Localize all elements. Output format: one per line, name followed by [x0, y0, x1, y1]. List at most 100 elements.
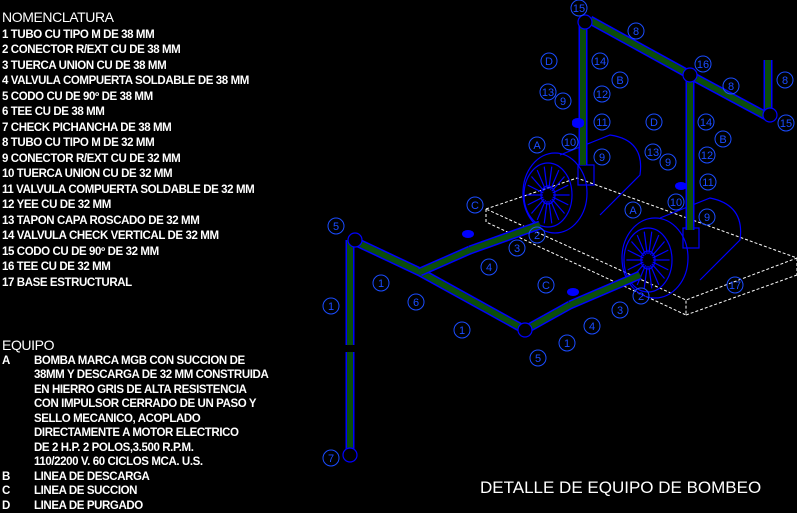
callout-label: 14 [700, 117, 712, 129]
callout-label: 12 [701, 150, 713, 162]
callout-label: 5 [535, 353, 541, 365]
callout-label: 13 [542, 87, 554, 99]
callout-B: B [715, 131, 731, 147]
callout-9: 9 [594, 149, 610, 165]
callout-1: 1 [454, 322, 470, 338]
callout-label: 13 [647, 147, 659, 159]
callout-8: 8 [628, 23, 644, 39]
callout-A: A [529, 137, 545, 153]
callout-11: 11 [594, 114, 610, 130]
callout-label: 15 [573, 3, 585, 15]
callout-label: 3 [514, 243, 520, 255]
callout-label: 9 [560, 96, 566, 108]
callout-C: C [467, 197, 483, 213]
callout-label: 11 [596, 117, 607, 129]
callout-label: 7 [328, 453, 334, 465]
callout-2: 2 [633, 288, 649, 304]
pipe-fitting [683, 68, 697, 82]
callout-14: 14 [592, 53, 608, 69]
callout-4: 4 [481, 259, 497, 275]
valve-handwheel-icon [567, 288, 579, 296]
callout-9: 9 [555, 93, 571, 109]
callout-10: 10 [562, 134, 578, 150]
pipe-fitting [578, 15, 592, 29]
callout-D: D [646, 114, 662, 130]
pipe-fill [420, 272, 525, 330]
valve-handwheel-icon [572, 118, 584, 126]
callout-1: 1 [323, 298, 339, 314]
pipe-fill [570, 275, 640, 305]
callout-4: 4 [584, 318, 600, 334]
callout-label: 1 [378, 278, 384, 290]
callout-D: D [541, 53, 557, 69]
impeller-hub [641, 251, 655, 269]
callout-1: 1 [373, 275, 389, 291]
callout-label: 15 [780, 118, 792, 130]
callout-label: 6 [413, 297, 419, 309]
pipe-fitting [348, 233, 362, 247]
callout-label: 8 [633, 26, 639, 38]
callout-label: 1 [459, 325, 465, 337]
callout-label: 4 [589, 321, 595, 333]
callout-label: A [533, 140, 541, 152]
callout-label: 2 [534, 230, 540, 242]
pipe-fill [352, 240, 420, 272]
callout-3: 3 [509, 240, 525, 256]
callout-12: 12 [594, 86, 610, 102]
callout-label: 2 [638, 291, 644, 303]
callout-16: 16 [695, 56, 711, 72]
callout-label: 12 [596, 89, 608, 101]
pipe-fill [525, 305, 570, 330]
callout-label: 8 [728, 81, 734, 93]
callout-label: 14 [594, 56, 606, 68]
impeller-hub [541, 186, 555, 204]
valve-handwheel-icon [675, 182, 687, 190]
valve-handwheel-icon [462, 230, 474, 238]
callout-12: 12 [699, 147, 715, 163]
callout-1: 1 [559, 335, 575, 351]
callout-10: 10 [668, 194, 684, 210]
callout-9: 9 [660, 154, 676, 170]
callout-label: 3 [617, 305, 623, 317]
callout-11: 11 [700, 174, 716, 190]
callout-label: A [629, 205, 637, 217]
pipe-fitting [518, 323, 532, 337]
callout-7: 7 [323, 450, 339, 466]
callout-label: 9 [704, 212, 710, 224]
callout-5: 5 [530, 350, 546, 366]
callout-label: D [650, 117, 658, 129]
callout-15: 15 [571, 0, 587, 16]
callout-label: 4 [486, 262, 492, 274]
callout-label: 1 [328, 301, 334, 313]
callout-label: 10 [670, 197, 682, 209]
pipe-fitting [763, 108, 777, 122]
callout-label: 1 [564, 338, 570, 350]
callout-label: 11 [702, 177, 713, 189]
callout-3: 3 [612, 302, 628, 318]
callout-label: 9 [665, 157, 671, 169]
callout-14: 14 [698, 114, 714, 130]
callout-label: 8 [782, 75, 788, 87]
callout-C: C [538, 277, 554, 293]
callout-label: 16 [697, 59, 709, 71]
callout-label: 9 [599, 152, 605, 164]
callout-label: B [719, 134, 726, 146]
callout-15: 15 [778, 115, 794, 131]
pump-2 [622, 198, 741, 298]
callout-label: 10 [564, 137, 576, 149]
callout-label: C [542, 280, 550, 292]
callout-label: B [616, 75, 623, 87]
callout-13: 13 [540, 84, 556, 100]
callout-8: 8 [723, 78, 739, 94]
callout-13: 13 [645, 144, 661, 160]
callout-label: 17 [729, 280, 741, 292]
callout-17: 17 [727, 277, 743, 293]
callout-6: 6 [408, 294, 424, 310]
callout-A: A [625, 202, 641, 218]
pipe-fill [420, 250, 470, 272]
callout-9: 9 [699, 209, 715, 225]
callout-label: D [545, 56, 553, 68]
pipe-fitting [343, 448, 357, 462]
callout-8: 8 [777, 72, 793, 88]
